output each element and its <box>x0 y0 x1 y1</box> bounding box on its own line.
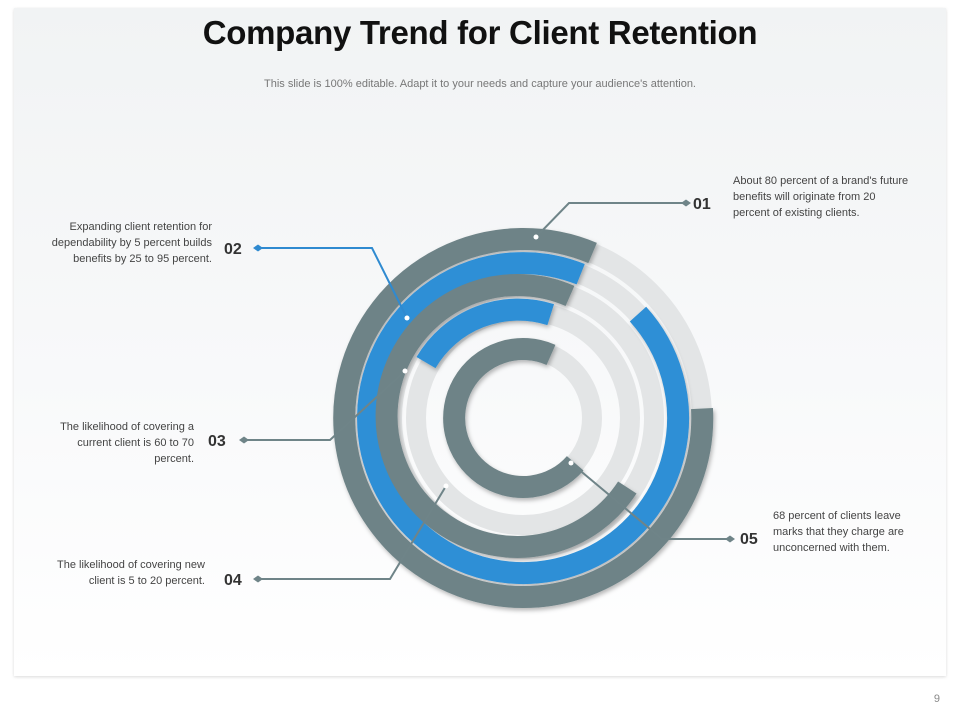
item-02-number: 02 <box>224 241 242 258</box>
marker-03 <box>239 436 249 444</box>
ring-arc-3 <box>375 273 637 558</box>
connector-end-markers <box>239 199 735 583</box>
marker-05 <box>725 535 735 543</box>
item-03-number: 03 <box>208 433 226 450</box>
connector-04 <box>257 485 447 580</box>
connectors <box>243 202 729 580</box>
marker-01 <box>681 199 691 207</box>
page-title: Company Trend for Client Retention <box>202 14 758 51</box>
marker-04 <box>253 575 263 583</box>
item-04-number: 04 <box>224 572 242 589</box>
dot-03 <box>402 368 408 374</box>
dot-01 <box>533 234 539 240</box>
item-05-text: 68 percent of clients leave marks that t… <box>773 510 904 554</box>
ring-arc-4 <box>416 298 555 369</box>
ring-arc-2 <box>357 252 690 585</box>
dot-02 <box>404 315 410 321</box>
item-03-text: The likelihood of covering a current cli… <box>60 421 194 465</box>
item-05-number: 05 <box>740 531 758 548</box>
dot-04 <box>443 483 449 489</box>
ring-arcs <box>333 228 714 609</box>
item-04-text: The likelihood of covering new client is… <box>57 559 205 587</box>
item-01-text: About 80 percent of a brand's future ben… <box>733 175 909 219</box>
connector-01 <box>535 202 685 238</box>
dot-05 <box>568 460 574 466</box>
ring-arc-1 <box>333 228 714 609</box>
item-01-number: 01 <box>693 196 711 213</box>
page-number: 9 <box>933 693 940 705</box>
connector-03 <box>243 370 406 441</box>
connector-05 <box>570 462 729 540</box>
ring-arc-5 <box>443 338 584 498</box>
marker-02 <box>253 244 263 252</box>
item-02-text: Expanding client retention for dependabi… <box>51 221 212 265</box>
page-subtitle: This slide is 100% editable. Adapt it to… <box>264 78 696 90</box>
connector-start-dots <box>402 234 574 489</box>
connector-02 <box>257 247 408 319</box>
